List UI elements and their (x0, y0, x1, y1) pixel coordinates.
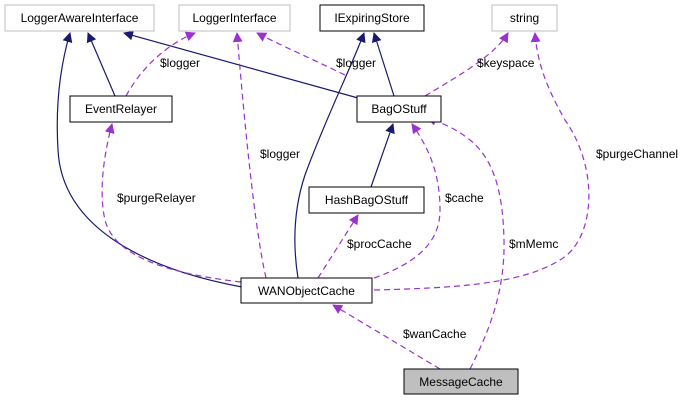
node-label: BagOStuff (371, 102, 427, 116)
node-label: EventRelayer (85, 102, 157, 116)
edge-bagostuff-logger (256, 32, 346, 76)
edge-label-wan-logger: $logger (260, 147, 300, 161)
node-label: string (510, 11, 539, 25)
edge-eventrelayer-to-loggeraware (86, 32, 116, 97)
node-iexpiring-store[interactable]: IExpiringStore (319, 4, 425, 32)
edge-messagecache-wancache (332, 304, 441, 370)
node-logger-interface[interactable]: LoggerInterface (178, 4, 291, 32)
node-event-relayer[interactable]: EventRelayer (69, 95, 173, 123)
edge-label-purgerelayer: $purgeRelayer (117, 191, 196, 205)
node-label: HashBagOStuff (325, 193, 409, 207)
edge-label-purgechannel: $purgeChannel (596, 147, 678, 161)
edge-wan-purgerelayer (101, 123, 242, 283)
node-logger-aware-interface[interactable]: LoggerAwareInterface (4, 4, 155, 32)
node-label: LoggerInterface (192, 11, 276, 25)
edge-wan-to-iexpiringstore (294, 32, 366, 279)
edge-messagecache-mmemc (426, 115, 505, 370)
node-label: WANObjectCache (258, 284, 355, 298)
edge-wan-logger (232, 32, 267, 279)
edge-wan-proccache (317, 214, 359, 279)
edge-label-eventrelayer-logger: $logger (160, 56, 200, 70)
edge-bagostuff-to-loggeraware (123, 30, 359, 99)
edge-label-cache: $cache (445, 191, 484, 205)
edge-bagostuff-to-iexpiringstore (371, 32, 395, 97)
node-message-cache[interactable]: MessageCache (403, 368, 519, 395)
edge-wan-to-loggeraware (56, 32, 243, 288)
edge-hashbagostuff-to-bagostuff (370, 123, 395, 188)
edge-label-proccache: $procCache (347, 237, 412, 251)
node-label: IExpiringStore (334, 11, 410, 25)
edge-bagostuff-keyspace (424, 32, 509, 97)
node-hash-bag-o-stuff[interactable]: HashBagOStuff (308, 186, 425, 214)
node-wan-object-cache[interactable]: WANObjectCache (240, 277, 373, 304)
node-label: MessageCache (419, 375, 503, 389)
edge-wan-purgechannel (373, 32, 590, 291)
node-string[interactable]: string (491, 4, 558, 32)
edge-label-mmemc: $mMemc (509, 237, 558, 251)
edge-label-wancache: $wanCache (403, 327, 467, 341)
node-bag-o-stuff[interactable]: BagOStuff (356, 95, 442, 123)
edge-label-keyspace: $keyspace (477, 56, 535, 70)
edge-wan-cache (373, 123, 441, 279)
node-label: LoggerAwareInterface (21, 11, 139, 25)
edge-eventrelayer-logger (125, 31, 196, 97)
edge-label-bagostuff-logger: $logger (336, 56, 376, 70)
